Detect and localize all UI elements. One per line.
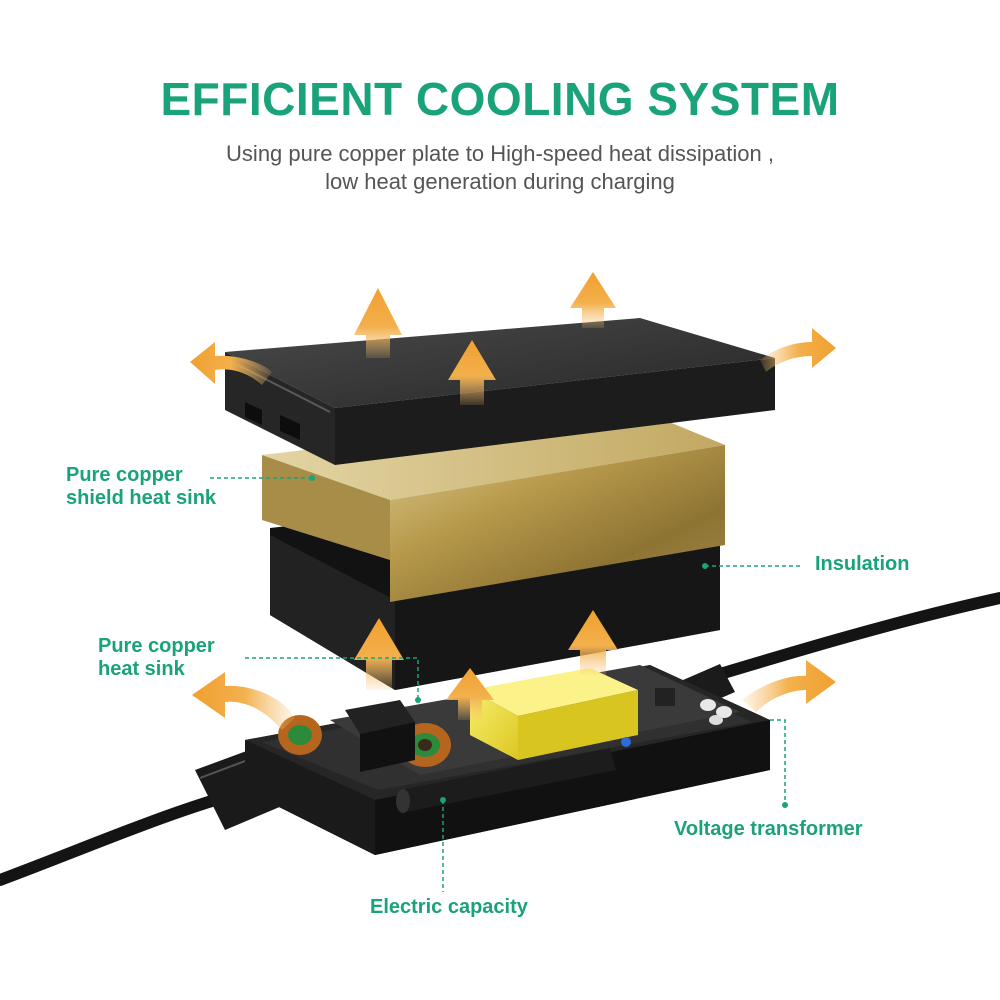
copper-heat-sink-part <box>345 700 415 772</box>
leader-dots <box>309 475 788 808</box>
small-capacitors <box>655 688 732 725</box>
leader-lines <box>210 477 802 892</box>
label-shield-heat-sink-line-1: Pure copper <box>66 464 183 486</box>
copper-shield <box>262 410 725 602</box>
label-heat-sink-line-2: heat sink <box>98 658 185 680</box>
heat-arrows <box>190 272 836 730</box>
heat-arrow-up <box>570 272 616 328</box>
label-insulation: Insulation <box>815 553 910 575</box>
heat-arrow-up <box>354 288 402 358</box>
heat-arrow-up <box>354 618 404 690</box>
label-heat-sink-line-1: Pure copper <box>98 635 215 657</box>
label-shield-heat-sink-line-2: shield heat sink <box>66 487 217 509</box>
electric-capacity-part <box>396 748 616 813</box>
subtitle-line-1: Using pure copper plate to High-speed he… <box>226 141 774 166</box>
label-shield-heat-sink: Pure copper shield heat sink <box>66 464 216 510</box>
inductor-coil <box>278 715 451 767</box>
heat-arrow-left <box>192 672 295 730</box>
leader-voltage-transformer <box>770 719 786 805</box>
heat-arrow-up <box>448 340 496 405</box>
top-lid <box>225 318 775 465</box>
subtitle-line-2: low heat generation during charging <box>325 169 675 194</box>
heat-arrow-up <box>568 610 618 675</box>
label-heat-sink: Pure copper heat sink <box>98 635 215 681</box>
leader-heat-sink <box>245 657 419 700</box>
label-voltage-transformer: Voltage transformer <box>674 818 863 840</box>
page-title: EFFICIENT COOLING SYSTEM <box>160 73 840 125</box>
heat-arrow-left <box>190 342 272 385</box>
label-electric-capacity: Electric capacity <box>370 896 528 918</box>
heat-arrow-right <box>760 328 836 372</box>
heat-arrow-right <box>742 660 836 712</box>
heat-arrow-up <box>446 668 494 720</box>
